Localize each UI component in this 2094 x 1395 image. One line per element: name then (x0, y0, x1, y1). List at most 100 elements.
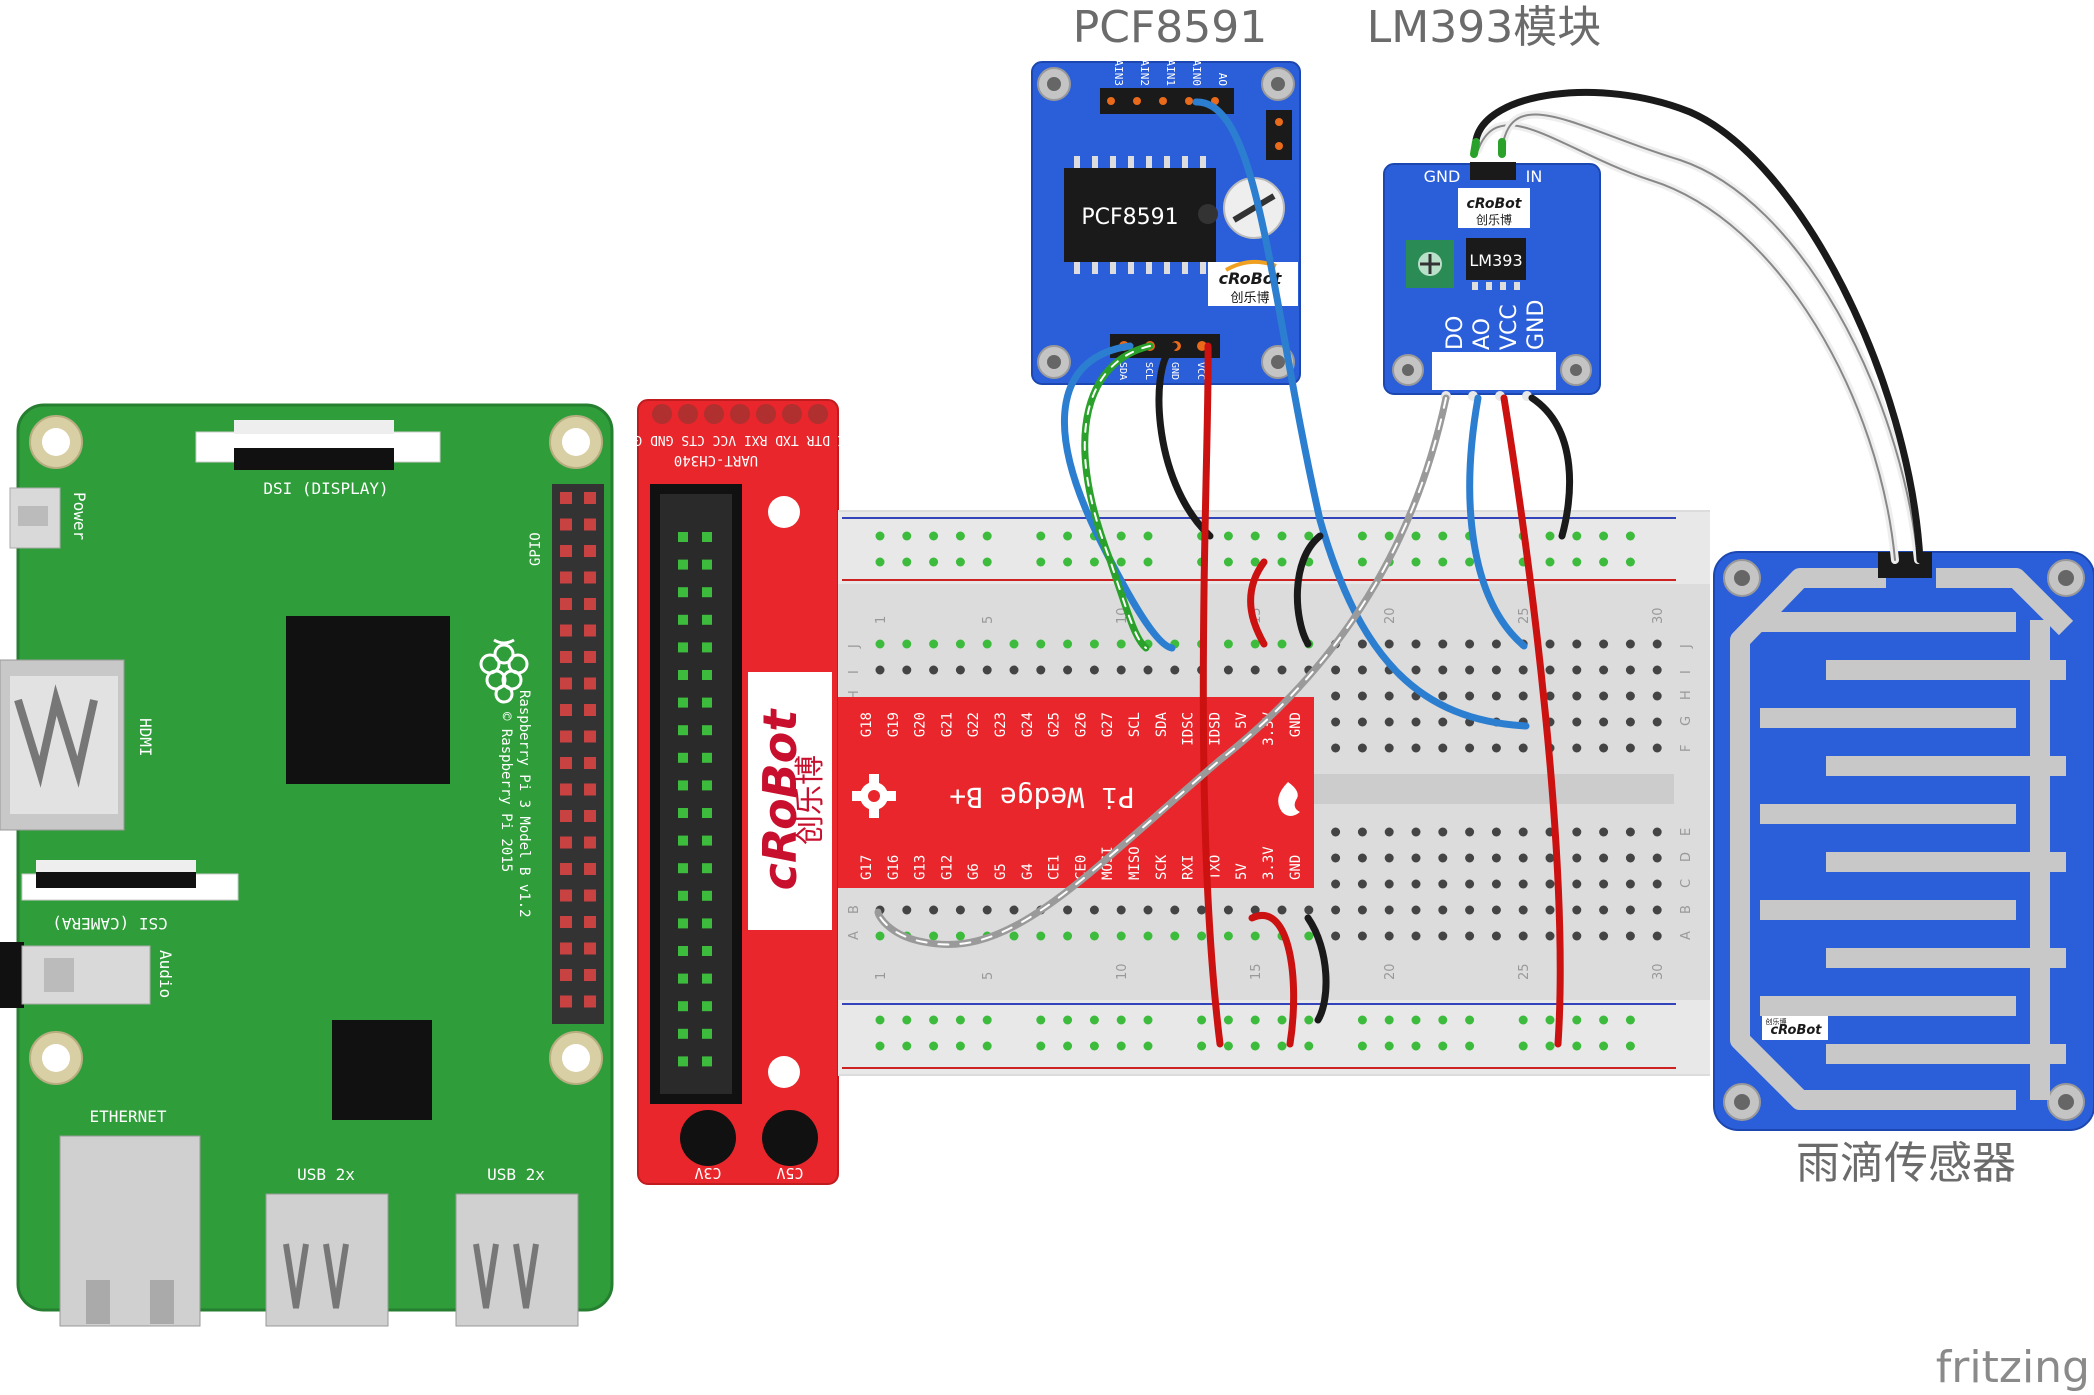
breadboard-hole (1518, 665, 1528, 675)
breadboard-rail-hole (1545, 1041, 1555, 1051)
gpio-pin (584, 624, 596, 637)
uart-header-pin (678, 890, 688, 901)
breadboard-hole (1357, 743, 1367, 753)
breadboard-hole (902, 665, 912, 675)
breadboard-hole (1625, 905, 1635, 915)
wedge-top-pin-label: G23 (993, 712, 1009, 737)
breadboard-hole (1652, 879, 1662, 889)
breadboard-hole (1545, 879, 1555, 889)
breadboard-col-label: 25 (1517, 963, 1532, 980)
gpio-pin (560, 995, 572, 1008)
breadboard-hole (1491, 853, 1501, 863)
breadboard-row-label: J (1679, 644, 1694, 649)
breadboard-col-label: 5 (981, 616, 996, 624)
breadboard-row-label: A (847, 931, 862, 940)
uart-header-pin (702, 725, 712, 736)
breadboard-col-label: 30 (1651, 607, 1666, 624)
breadboard-rail-hole (1304, 531, 1314, 541)
breadboard-rail-hole (982, 1041, 992, 1051)
breadboard-col-label: 1 (874, 972, 889, 980)
pcf-bottom-pin-label: SDA (1117, 362, 1128, 380)
breadboard-hole (955, 665, 965, 675)
breadboard-hole (875, 665, 885, 675)
breadboard-hole (1545, 853, 1555, 863)
breadboard-hole (929, 931, 939, 941)
breadboard-rail-hole (1277, 557, 1287, 567)
breadboard-hole (1063, 665, 1073, 675)
gpio-pin (560, 651, 572, 663)
breadboard-hole (1438, 827, 1448, 837)
uart-header-pin (702, 780, 712, 791)
breadboard-rail-hole (955, 1041, 965, 1051)
breadboard-rail-hole (982, 531, 992, 541)
breadboard-rail-hole (1438, 557, 1448, 567)
pcf-brand-cn: 创乐博 (1230, 291, 1269, 306)
wires (874, 88, 1924, 1048)
uart-header-pin (702, 670, 712, 680)
audio-label: Audio (156, 950, 175, 998)
breadboard-hole (1384, 879, 1394, 889)
breadboard-hole (1572, 717, 1582, 727)
breadboard-hole (1384, 691, 1394, 701)
gpio-pin (584, 783, 596, 796)
wedge-bottom-pin-label: RXI (1181, 855, 1197, 880)
uart-header-pin (702, 1056, 712, 1067)
breadboard-hole (1625, 827, 1635, 837)
breadboard-rail-hole (1357, 531, 1367, 541)
wedge-bottom-pin-label: G5 (993, 863, 1009, 880)
wedge-bottom-pin-label: CE1 (1047, 855, 1063, 880)
breadboard-hole (1009, 931, 1019, 941)
breadboard-rail-hole (1143, 557, 1153, 567)
breadboard-hole (1331, 905, 1341, 915)
uart-header-pin (678, 752, 688, 763)
breadboard-hole (1438, 639, 1448, 649)
breadboard-rail-hole (1384, 1041, 1394, 1051)
breadboard-hole (1009, 639, 1019, 649)
pcf-bottom-pin-label: GND (1169, 362, 1180, 380)
breadboard-hole (1652, 853, 1662, 863)
breadboard-col-label: 5 (981, 972, 996, 980)
breadboard-hole (1357, 827, 1367, 837)
breadboard-hole (1331, 827, 1341, 837)
lm393-pin-label: VCC (1497, 304, 1522, 350)
breadboard-hole (1089, 639, 1099, 649)
lm393-in-label: IN (1526, 167, 1543, 186)
breadboard-hole (1357, 639, 1367, 649)
lm393-chip-label: LM393 (1469, 251, 1522, 270)
uart-header-pin (678, 670, 688, 680)
breadboard-hole (1625, 691, 1635, 701)
gpio-pin (584, 757, 596, 769)
uart-header-pin (678, 532, 688, 542)
breadboard-hole (1384, 639, 1394, 649)
pcf-top-pin-label: AIN3 (1112, 60, 1125, 87)
breadboard-rail-hole (1089, 557, 1099, 567)
breadboard-hole (1116, 665, 1126, 675)
breadboard-hole (1491, 827, 1501, 837)
wedge-top-pin-label: SDA (1154, 711, 1170, 737)
breadboard-hole (1250, 665, 1260, 675)
gpio-pin (560, 624, 572, 637)
breadboard-hole (1599, 665, 1609, 675)
uart-brand: cRoBot (753, 708, 807, 891)
uart-pins-label: BLK DTR TXD RXI VCC CTS GND GRN (619, 432, 862, 447)
breadboard-rail-hole (1572, 557, 1582, 567)
breadboard-rail-hole (1411, 1015, 1421, 1025)
pcf-brand: cRoBot (1219, 269, 1283, 288)
breadboard-rail-hole (1116, 557, 1126, 567)
pcf-bottom-pin-label: SCL (1143, 362, 1154, 380)
wedge-top-pin-label: 5V (1234, 711, 1250, 728)
breadboard-rail-hole (1438, 1041, 1448, 1051)
breadboard-rail-hole (1089, 1041, 1099, 1051)
breadboard-rail-hole (902, 1041, 912, 1051)
uart-header-pin (678, 614, 688, 625)
gpio-pin (560, 598, 572, 610)
breadboard-rail-hole (1143, 531, 1153, 541)
wedge-top-pin-label: G25 (1047, 712, 1063, 737)
breadboard-hole (1652, 905, 1662, 915)
breadboard-rail-hole (955, 1015, 965, 1025)
breadboard-rail-hole (1518, 1041, 1528, 1051)
breadboard-rail-hole (1411, 1041, 1421, 1051)
breadboard-hole (1652, 743, 1662, 753)
